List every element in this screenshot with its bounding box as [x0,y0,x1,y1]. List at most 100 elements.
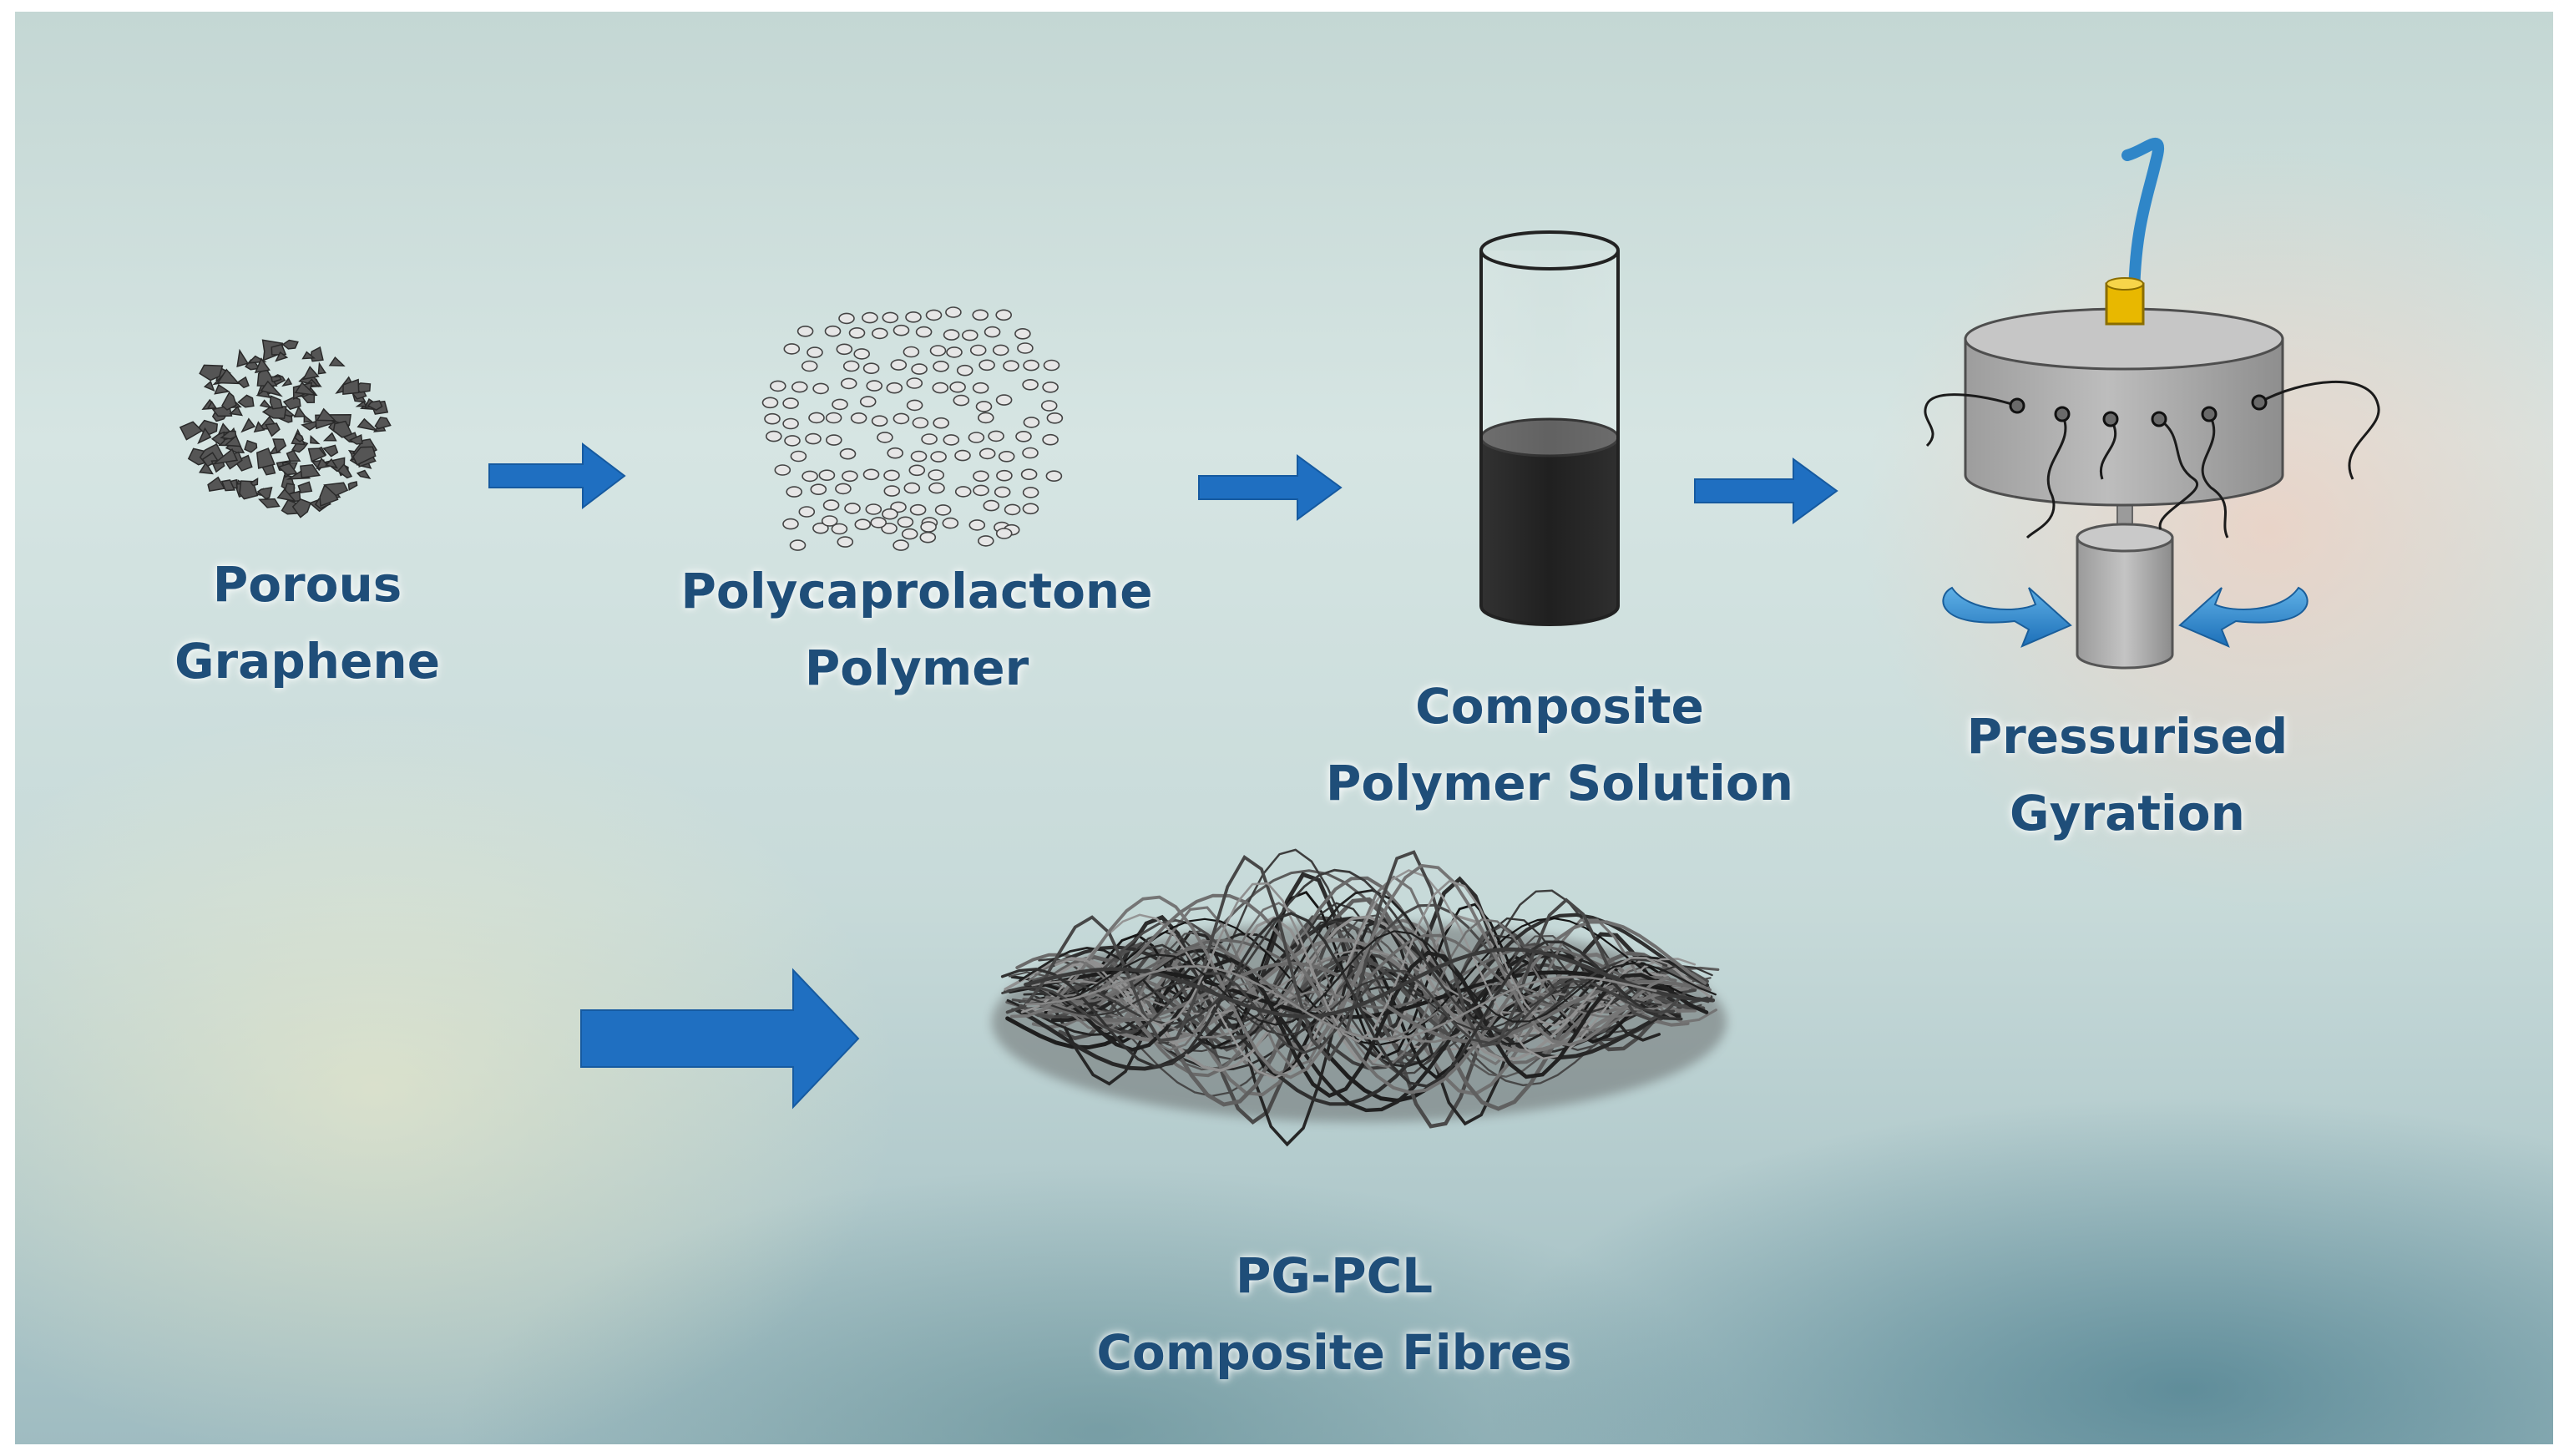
polymer-bead [1014,327,1031,340]
polymer-bead [769,380,786,392]
polymer-bead [871,415,888,427]
graphene-flake [356,469,372,479]
graphene-flake [322,444,339,458]
polymer-bead [791,381,808,393]
ejected-fibre [2099,418,2117,480]
fibre-strand [1047,893,1707,1095]
graphene-flake [244,439,258,453]
polymer-bead [1022,447,1039,459]
polymer-bead [929,345,947,356]
graphene-flake [250,478,259,487]
label-line: Pressurised [1966,708,2288,765]
ejected-fibre [2158,417,2198,530]
polymer-bead [953,394,970,407]
graphene-flake [310,346,324,362]
orifice [2102,411,2119,427]
graphene-flake [307,447,326,463]
graphene-flake [261,406,287,419]
polymer-bead [824,325,842,337]
fibre-strand [1024,947,1716,1019]
label-composite-polymer-solution: Composite Polymer Solution [1284,668,1835,822]
fibre-mesh-icon [992,848,1727,1147]
graphene-flake [255,447,276,469]
polymer-bead [946,346,963,358]
graphene-flake [328,356,346,367]
graphene-flake [236,348,249,367]
polymer-bead [968,432,985,443]
graphene-flakes-icon [179,339,392,518]
polymer-bead [995,528,1013,539]
polymer-bead [818,469,836,482]
ejected-fibre [2201,413,2229,538]
polymer-bead [972,382,989,394]
polymer-bead [1015,430,1032,442]
polymer-bead [962,329,979,341]
polymer-bead [882,508,898,520]
graphene-flake [275,351,289,362]
graphene-flake [216,368,240,385]
polymer-bead [836,343,853,356]
polymer-bead [995,394,1013,406]
polymer-bead [996,469,1013,482]
polymer-bead [956,364,973,377]
graphene-flake [206,400,217,410]
polymer-bead [1042,433,1059,446]
polymer-bead [893,412,910,425]
graphene-flake [316,458,331,469]
label-line: Porous [212,556,402,613]
polymer-bead [903,482,921,494]
graphene-flake [199,461,214,475]
rotation-arrow-left [1942,586,2072,648]
polymer-bead [1042,381,1059,393]
graphene-flake [203,380,215,392]
polymer-bead [870,517,887,528]
polymer-bead [983,499,1000,512]
polymer-bead [954,486,972,498]
polymer-bead [808,412,825,424]
polymer-bead [764,412,781,425]
graphene-flake [214,383,230,395]
polymer-bead [943,434,960,446]
graphene-flake [179,421,204,441]
polymer-bead [786,486,803,498]
polymer-bead [988,430,1004,442]
polymer-bead [821,515,838,527]
label-polycaprolactone-polymer: Polycaprolactone Polymer [650,553,1184,706]
vessel-orifices [1924,381,2380,539]
polymer-bead [872,327,888,340]
arrow-gyration-to-fibres [580,968,860,1110]
graphene-flake [294,432,305,442]
polymer-bead [812,382,829,395]
polymer-bead [798,506,816,518]
orifice [2054,406,2071,422]
graphene-flake [210,431,225,446]
polymer-bead [887,447,903,459]
polymer-bead [844,503,861,514]
polymer-bead [1045,470,1063,483]
graphene-flake [260,380,283,397]
label-line: Graphene [174,633,441,690]
polymer-bead [979,359,995,372]
polymer-bead [854,518,872,531]
polymer-bead [932,382,949,394]
polymer-bead [901,528,918,540]
polymer-bead [968,519,986,531]
polymer-bead [1022,503,1039,515]
graphene-flake [269,395,284,410]
polymer-bead [933,360,949,372]
fibre-strand [1001,969,1676,1054]
polymer-bead [796,325,814,337]
connector-top [2106,277,2144,291]
fibre-strand [1025,965,1657,1041]
graphene-flake [317,361,326,375]
right-arrow-icon [488,442,626,510]
graphene-flake [271,343,287,356]
graphene-flake [303,414,313,423]
graphene-flake [271,376,282,383]
polymer-bead [801,360,818,372]
polymer-bead [890,359,908,371]
fibre-strand [1061,868,1668,1033]
motor-top [2076,523,2174,553]
arrow-solution-to-gyration [1694,458,1838,524]
right-arrow-icon [580,968,860,1110]
